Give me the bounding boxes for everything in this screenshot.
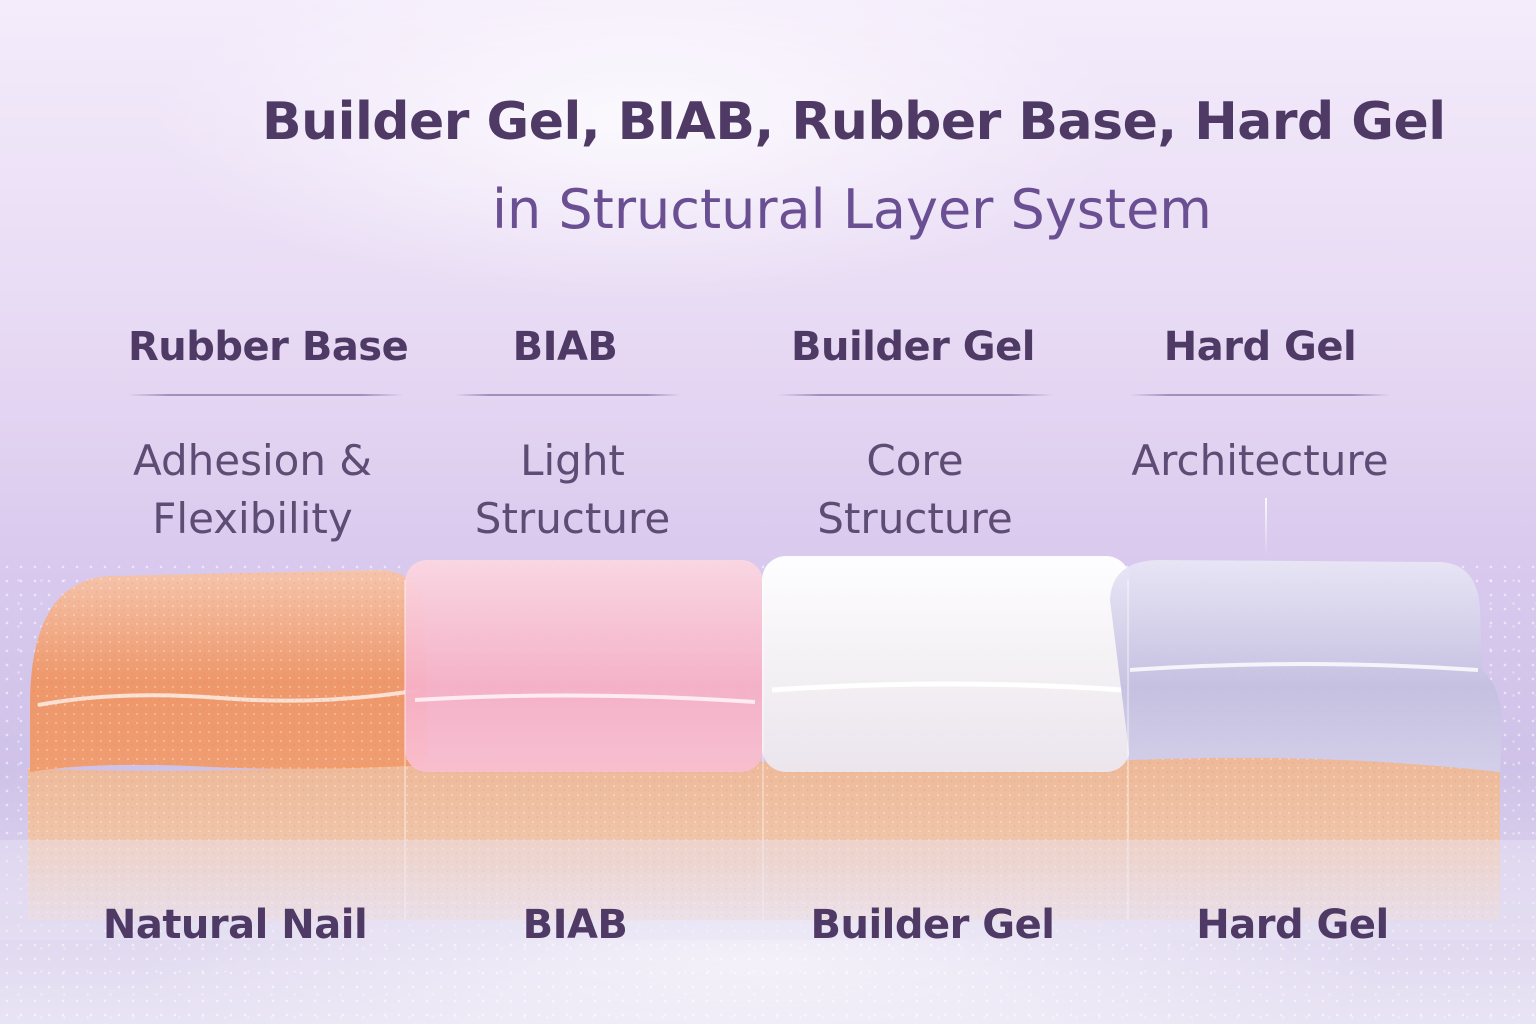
heading-biab: BIAB xyxy=(512,324,618,370)
heading-hard-gel: Hard Gel xyxy=(1163,324,1357,370)
title-line-2: in Structural Layer System xyxy=(492,178,1212,241)
bottom-fade xyxy=(0,840,1536,940)
hard-gel-highlight xyxy=(1129,662,1479,672)
desc-biab-line-1: Light xyxy=(520,436,625,485)
heading-rule-hard-gel xyxy=(1130,394,1390,396)
desc-biab-line-2: Structure xyxy=(474,494,671,543)
desc-rubber-base: Adhesion & Flexibility xyxy=(100,432,405,548)
bottom-label-biab: BIAB xyxy=(522,902,628,948)
desc-rubber-base-line-1: Adhesion & xyxy=(132,436,373,485)
bottom-label-builder-gel: Builder Gel xyxy=(810,902,1055,948)
layer-blocks xyxy=(0,556,1536,940)
bottom-label-natural-nail: Natural Nail xyxy=(102,902,368,948)
heading-rubber-base: Rubber Base xyxy=(128,324,409,370)
heading-rule-rubber-base xyxy=(128,394,403,396)
desc-builder-gel-line-2: Structure xyxy=(817,494,1013,543)
heading-rule-biab xyxy=(455,394,680,396)
natural-nail-grain xyxy=(28,757,1500,920)
biab-highlight xyxy=(414,693,756,704)
heading-rule-builder-gel xyxy=(778,394,1053,396)
hard-gel-leader-line xyxy=(1265,498,1267,556)
heading-builder-gel: Builder Gel xyxy=(791,324,1035,370)
desc-builder-gel: Core Structure xyxy=(790,432,1040,548)
desc-rubber-base-line-2: Flexibility xyxy=(152,494,353,543)
rubber-base-grain xyxy=(30,570,428,772)
builder-gel-highlight xyxy=(771,681,1123,693)
bottom-label-hard-gel: Hard Gel xyxy=(1196,902,1389,948)
desc-biab: Light Structure xyxy=(455,432,690,548)
title-line-1: Builder Gel, BIAB, Rubber Base, Hard Gel xyxy=(262,92,1446,152)
desc-hard-gel-line-1: Architecture xyxy=(1131,436,1389,485)
biab-block xyxy=(405,560,763,772)
desc-builder-gel-line-1: Core xyxy=(866,436,964,485)
desc-hard-gel: Architecture xyxy=(1120,432,1400,490)
builder-gel-block xyxy=(762,556,1130,772)
